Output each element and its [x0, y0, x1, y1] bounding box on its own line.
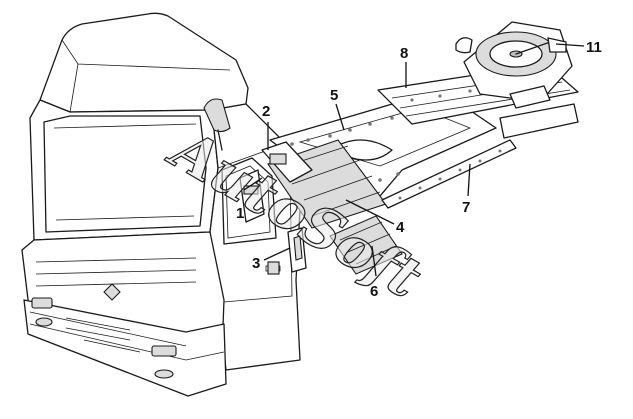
bracket-part-1 — [239, 169, 265, 223]
callout-8: 8 — [400, 45, 408, 62]
step-plate-part-6 — [329, 215, 403, 275]
callout-1: 1 — [236, 205, 244, 222]
callout-2: 2 — [262, 103, 270, 120]
callout-6: 6 — [370, 283, 378, 300]
callout-7: 7 — [462, 199, 470, 216]
callout-3: 3 — [252, 255, 260, 272]
callout-5: 5 — [330, 87, 338, 104]
callout-11: 11 — [586, 39, 602, 56]
fifth-wheel-part-11 — [455, 21, 573, 109]
bracket-part-3 — [287, 227, 307, 273]
callout-4: 4 — [396, 219, 405, 236]
bracket-part-2 — [261, 141, 313, 183]
walkway-strip-part-7 — [381, 139, 517, 209]
callout-leaders — [243, 43, 585, 277]
brand-badge-icon — [103, 283, 121, 301]
